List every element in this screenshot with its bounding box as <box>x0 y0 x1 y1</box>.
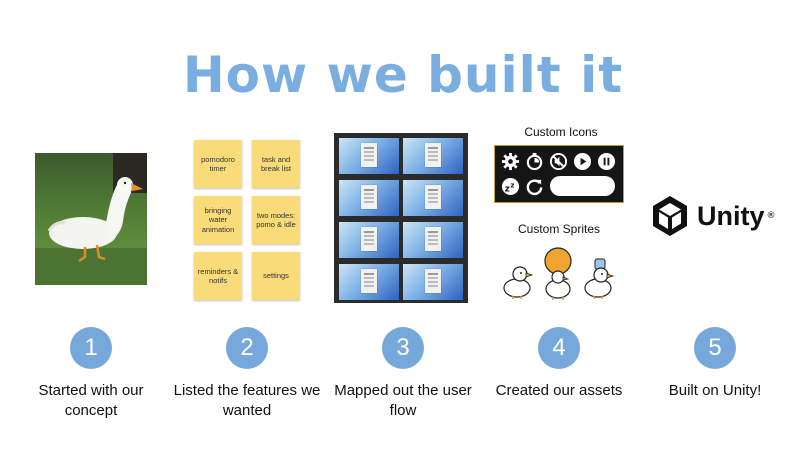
duck-sprite-timer <box>541 247 575 305</box>
flow-screenshot <box>339 180 399 216</box>
custom-icons-label: Custom Icons <box>524 125 598 139</box>
step-caption-4: Created our assets <box>495 382 623 399</box>
gear-icon <box>501 152 520 171</box>
unity-logo: Unity ® <box>651 194 776 238</box>
unity-wordmark: Unity <box>697 200 765 231</box>
step-caption-1: Started with our concept <box>38 382 144 419</box>
sticky-note: pomodoro timer <box>194 140 242 188</box>
step-caption-2: Listed the features we wanted <box>173 382 321 419</box>
duck-photo <box>35 153 147 285</box>
duck-sprite-water <box>582 258 616 304</box>
restart-icon <box>525 177 544 196</box>
flow-screenshot <box>403 180 463 216</box>
step-number-3: 3 <box>382 327 424 369</box>
sticky-note: bringing water animation <box>194 196 242 244</box>
custom-sprites-label: Custom Sprites <box>517 222 601 236</box>
flow-screenshot <box>339 264 399 300</box>
timer-icon <box>525 152 544 171</box>
svg-text:z: z <box>511 181 515 189</box>
play-icon <box>573 152 592 171</box>
svg-text:z: z <box>505 184 510 194</box>
flow-screenshot <box>339 222 399 258</box>
sticky-note: settings <box>252 252 300 300</box>
duck-sprite-idle <box>501 262 535 304</box>
user-flow-diagram <box>334 133 468 303</box>
pause-icon <box>597 152 616 171</box>
registered-mark: ® <box>766 211 776 221</box>
sticky-note: two modes: pomo & idle <box>252 196 300 244</box>
sticky-note: task and break list <box>252 140 300 188</box>
step-number-1: 1 <box>70 327 112 369</box>
step-number-4: 4 <box>538 327 580 369</box>
step-number-2: 2 <box>226 327 268 369</box>
mute-icon <box>549 152 568 171</box>
unity-cube-icon <box>653 196 687 236</box>
step-number-5: 5 <box>694 327 736 369</box>
speech-bubble-icon <box>550 176 615 196</box>
flow-screenshot <box>403 222 463 258</box>
step-caption-5: Built on Unity! <box>668 382 762 399</box>
step-caption-3: Mapped out the user flow <box>334 382 472 419</box>
flow-screenshot <box>339 138 399 174</box>
page-title: How we built it <box>182 46 624 104</box>
flow-screenshot <box>403 138 463 174</box>
feature-stickies: pomodoro timer task and break list bring… <box>194 138 306 308</box>
flow-screenshot <box>403 264 463 300</box>
sticky-note: reminders & notifs <box>194 252 242 300</box>
